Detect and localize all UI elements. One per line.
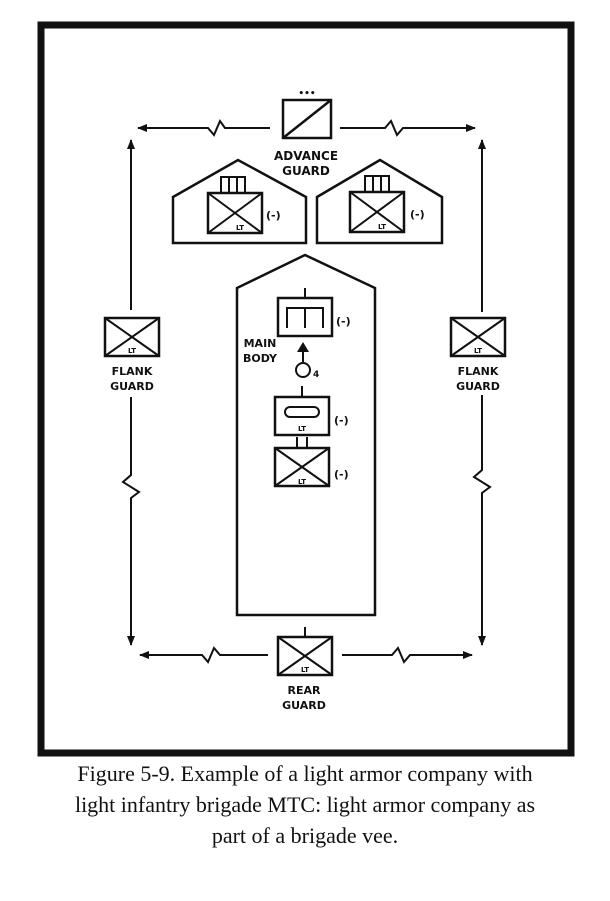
main-body-tank-modifier: (-) (336, 315, 351, 328)
rear-guard-unit: LT REAR GUARD (276, 627, 334, 712)
caption-line-3: part of a brigade vee. (211, 823, 399, 848)
main-body-infantry-symbol (273, 446, 331, 488)
advance-guard-symbol (281, 98, 333, 140)
left-vee-element: LT (-) (171, 158, 308, 245)
main-body-infantry-designator: LT (298, 478, 306, 486)
right-vee-pentagon (315, 158, 444, 245)
advance-guard-label-line2: GUARD (282, 164, 330, 178)
right-vee-designator: LT (378, 223, 386, 231)
left-vee-unit-symbol (206, 191, 264, 235)
main-body-label-line1: MAIN (244, 337, 277, 350)
main-body-outline (235, 253, 377, 617)
left-flank-guard-label-line1: FLANK (112, 365, 153, 378)
screen-line-bottom-left (139, 646, 268, 664)
main-body-recon-modifier: (-) (334, 414, 349, 427)
rear-guard-symbol (276, 635, 334, 677)
rear-guard-designator: LT (301, 666, 309, 674)
main-body-hq-marker: 4 (313, 370, 319, 380)
screen-boundary (121, 118, 492, 664)
right-flank-guard-unit: LT FLANK GUARD (449, 316, 507, 393)
main-body-element: (-) MAIN BODY 4 LT (-) LT (-) (235, 253, 377, 617)
right-vee-element: LT (-) (315, 158, 444, 245)
left-vee-pentagon (171, 158, 308, 245)
main-body-tank-symbol (276, 296, 334, 338)
screen-line-bottom-right (342, 646, 473, 664)
right-flank-guard-symbol (449, 316, 507, 358)
left-flank-guard-symbol (103, 316, 161, 358)
screen-line-top-left (137, 118, 270, 137)
right-flank-guard-label-line2: GUARD (456, 380, 500, 393)
main-body-recon-designator: LT (298, 425, 306, 433)
main-body-label-line2: BODY (243, 352, 278, 365)
main-body-arrow-icon (297, 342, 309, 352)
main-body-hq-circle (295, 362, 311, 378)
right-vee-unit-symbol (348, 190, 406, 234)
left-flank-guard-designator: LT (128, 347, 136, 355)
screen-line-left-lower (121, 397, 141, 646)
main-body-recon-symbol (273, 395, 331, 437)
screen-line-top-right (340, 119, 476, 137)
caption-line-2: light infantry brigade MTC: light armor … (74, 792, 536, 817)
right-flank-guard-designator: LT (474, 347, 482, 355)
figure-caption: Figure 5-9. Example of a light armor com… (20, 758, 590, 851)
left-vee-designator: LT (236, 224, 244, 232)
rear-guard-label-line2: GUARD (282, 699, 326, 712)
right-vee-modifier: (-) (410, 208, 425, 221)
advance-guard-unit: ••• ADVANCE GUARD (274, 89, 338, 178)
left-flank-guard-unit: LT FLANK GUARD (103, 316, 161, 393)
caption-line-1: Figure 5-9. Example of a light armor com… (77, 761, 533, 786)
diagram-frame (37, 21, 575, 757)
left-vee-modifier: (-) (266, 209, 281, 222)
main-body-infantry-modifier: (-) (334, 468, 349, 481)
right-flank-guard-label-line1: FLANK (458, 365, 499, 378)
formation-diagram: ••• ADVANCE GUARD LT (-) LT (-) (37, 21, 575, 757)
rear-guard-label-line1: REAR (288, 684, 321, 697)
screen-line-right-lower (472, 395, 492, 646)
left-flank-guard-label-line2: GUARD (110, 380, 154, 393)
advance-guard-label-line1: ADVANCE (274, 149, 338, 163)
advance-guard-size-marks: ••• (298, 89, 315, 99)
